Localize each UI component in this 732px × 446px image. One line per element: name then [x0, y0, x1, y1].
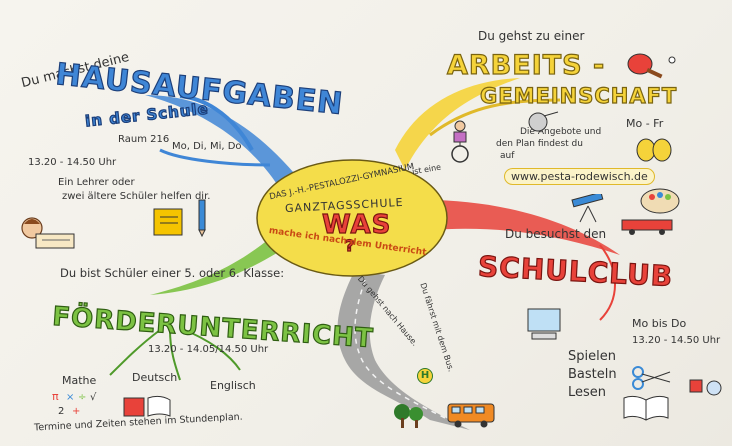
yarn-icon	[528, 111, 559, 132]
hausaufgaben-days: Mo, Di, Mi, Do	[172, 141, 242, 152]
center-question-mark: ?	[344, 236, 356, 255]
computer-icon	[527, 308, 561, 340]
dice-icon	[689, 379, 722, 396]
notebook-icon	[153, 208, 183, 236]
schulclub-time: 13.20 - 14.50 Uhr	[632, 335, 721, 346]
scissors-icon	[632, 366, 671, 390]
schulclub-activity-lesen: Lesen	[568, 385, 607, 400]
table-tennis-icon	[627, 53, 676, 79]
schulclub-intro: Du besuchst den	[505, 227, 607, 241]
math-symbols-icon: π × ÷ √ 2 +	[52, 390, 97, 417]
foerder-subject-deutsch: Deutsch	[132, 371, 178, 384]
ag-info-line1: Die Angebote und	[520, 127, 602, 137]
model-train-icon	[621, 219, 673, 235]
ag-title-line1: ARBEITS -	[446, 50, 606, 81]
schulclub-days: Mo bis Do	[632, 317, 687, 330]
ag-url[interactable]: www.pesta-rodewisch.de	[504, 168, 655, 185]
foerder-time: 13.20 - 14.05/14.50 Uhr	[148, 344, 269, 355]
foerder-subject-mathe: Mathe	[62, 374, 97, 387]
schulclub-activity-basteln: Basteln	[568, 367, 617, 382]
ag-branch	[395, 78, 520, 170]
home-road	[337, 270, 470, 430]
svg-text:√: √	[90, 392, 97, 403]
paint-palette-icon	[640, 188, 680, 214]
foerder-intro: Du bist Schüler einer 5. oder 6. Klasse:	[60, 266, 285, 280]
bus-stop-sign: H	[417, 368, 433, 384]
hausaufgaben-help-line2: zwei ältere Schüler helfen dir.	[62, 191, 211, 202]
svg-text:×: ×	[66, 392, 74, 403]
student-writing-icon	[21, 217, 75, 249]
telescope-icon	[571, 194, 604, 223]
ag-intro: Du gehst zu einer	[478, 29, 585, 43]
schulclub-activity-spielen: Spielen	[568, 349, 616, 364]
hausaufgaben-room: Raum 216	[118, 134, 170, 145]
foerder-subject-englisch: Englisch	[210, 379, 256, 392]
svg-text:2: 2	[58, 406, 64, 417]
ag-title-line2: GEMEINSCHAFT	[479, 84, 678, 108]
open-book-icon	[623, 395, 669, 421]
svg-text:+: +	[72, 406, 80, 417]
theater-masks-icon	[636, 138, 672, 162]
svg-text:π: π	[52, 390, 59, 403]
schulclub-branch	[425, 200, 620, 255]
ag-days: Mo - Fr	[626, 117, 664, 130]
unicycle-icon	[451, 120, 469, 163]
hausaufgaben-help-line1: Ein Lehrer oder	[58, 177, 135, 188]
ag-info-line3: auf	[500, 151, 515, 161]
svg-text:÷: ÷	[78, 392, 86, 403]
pencil-icon	[198, 199, 206, 238]
trees-icon	[394, 404, 423, 428]
center-ellipse	[256, 159, 448, 277]
books-icon	[123, 395, 171, 417]
bus-icon	[447, 403, 495, 428]
center-title-was: WAS	[321, 210, 392, 240]
ag-info-line2: den Plan findest du	[496, 139, 583, 149]
hausaufgaben-time: 13.20 - 14.50 Uhr	[28, 157, 117, 168]
